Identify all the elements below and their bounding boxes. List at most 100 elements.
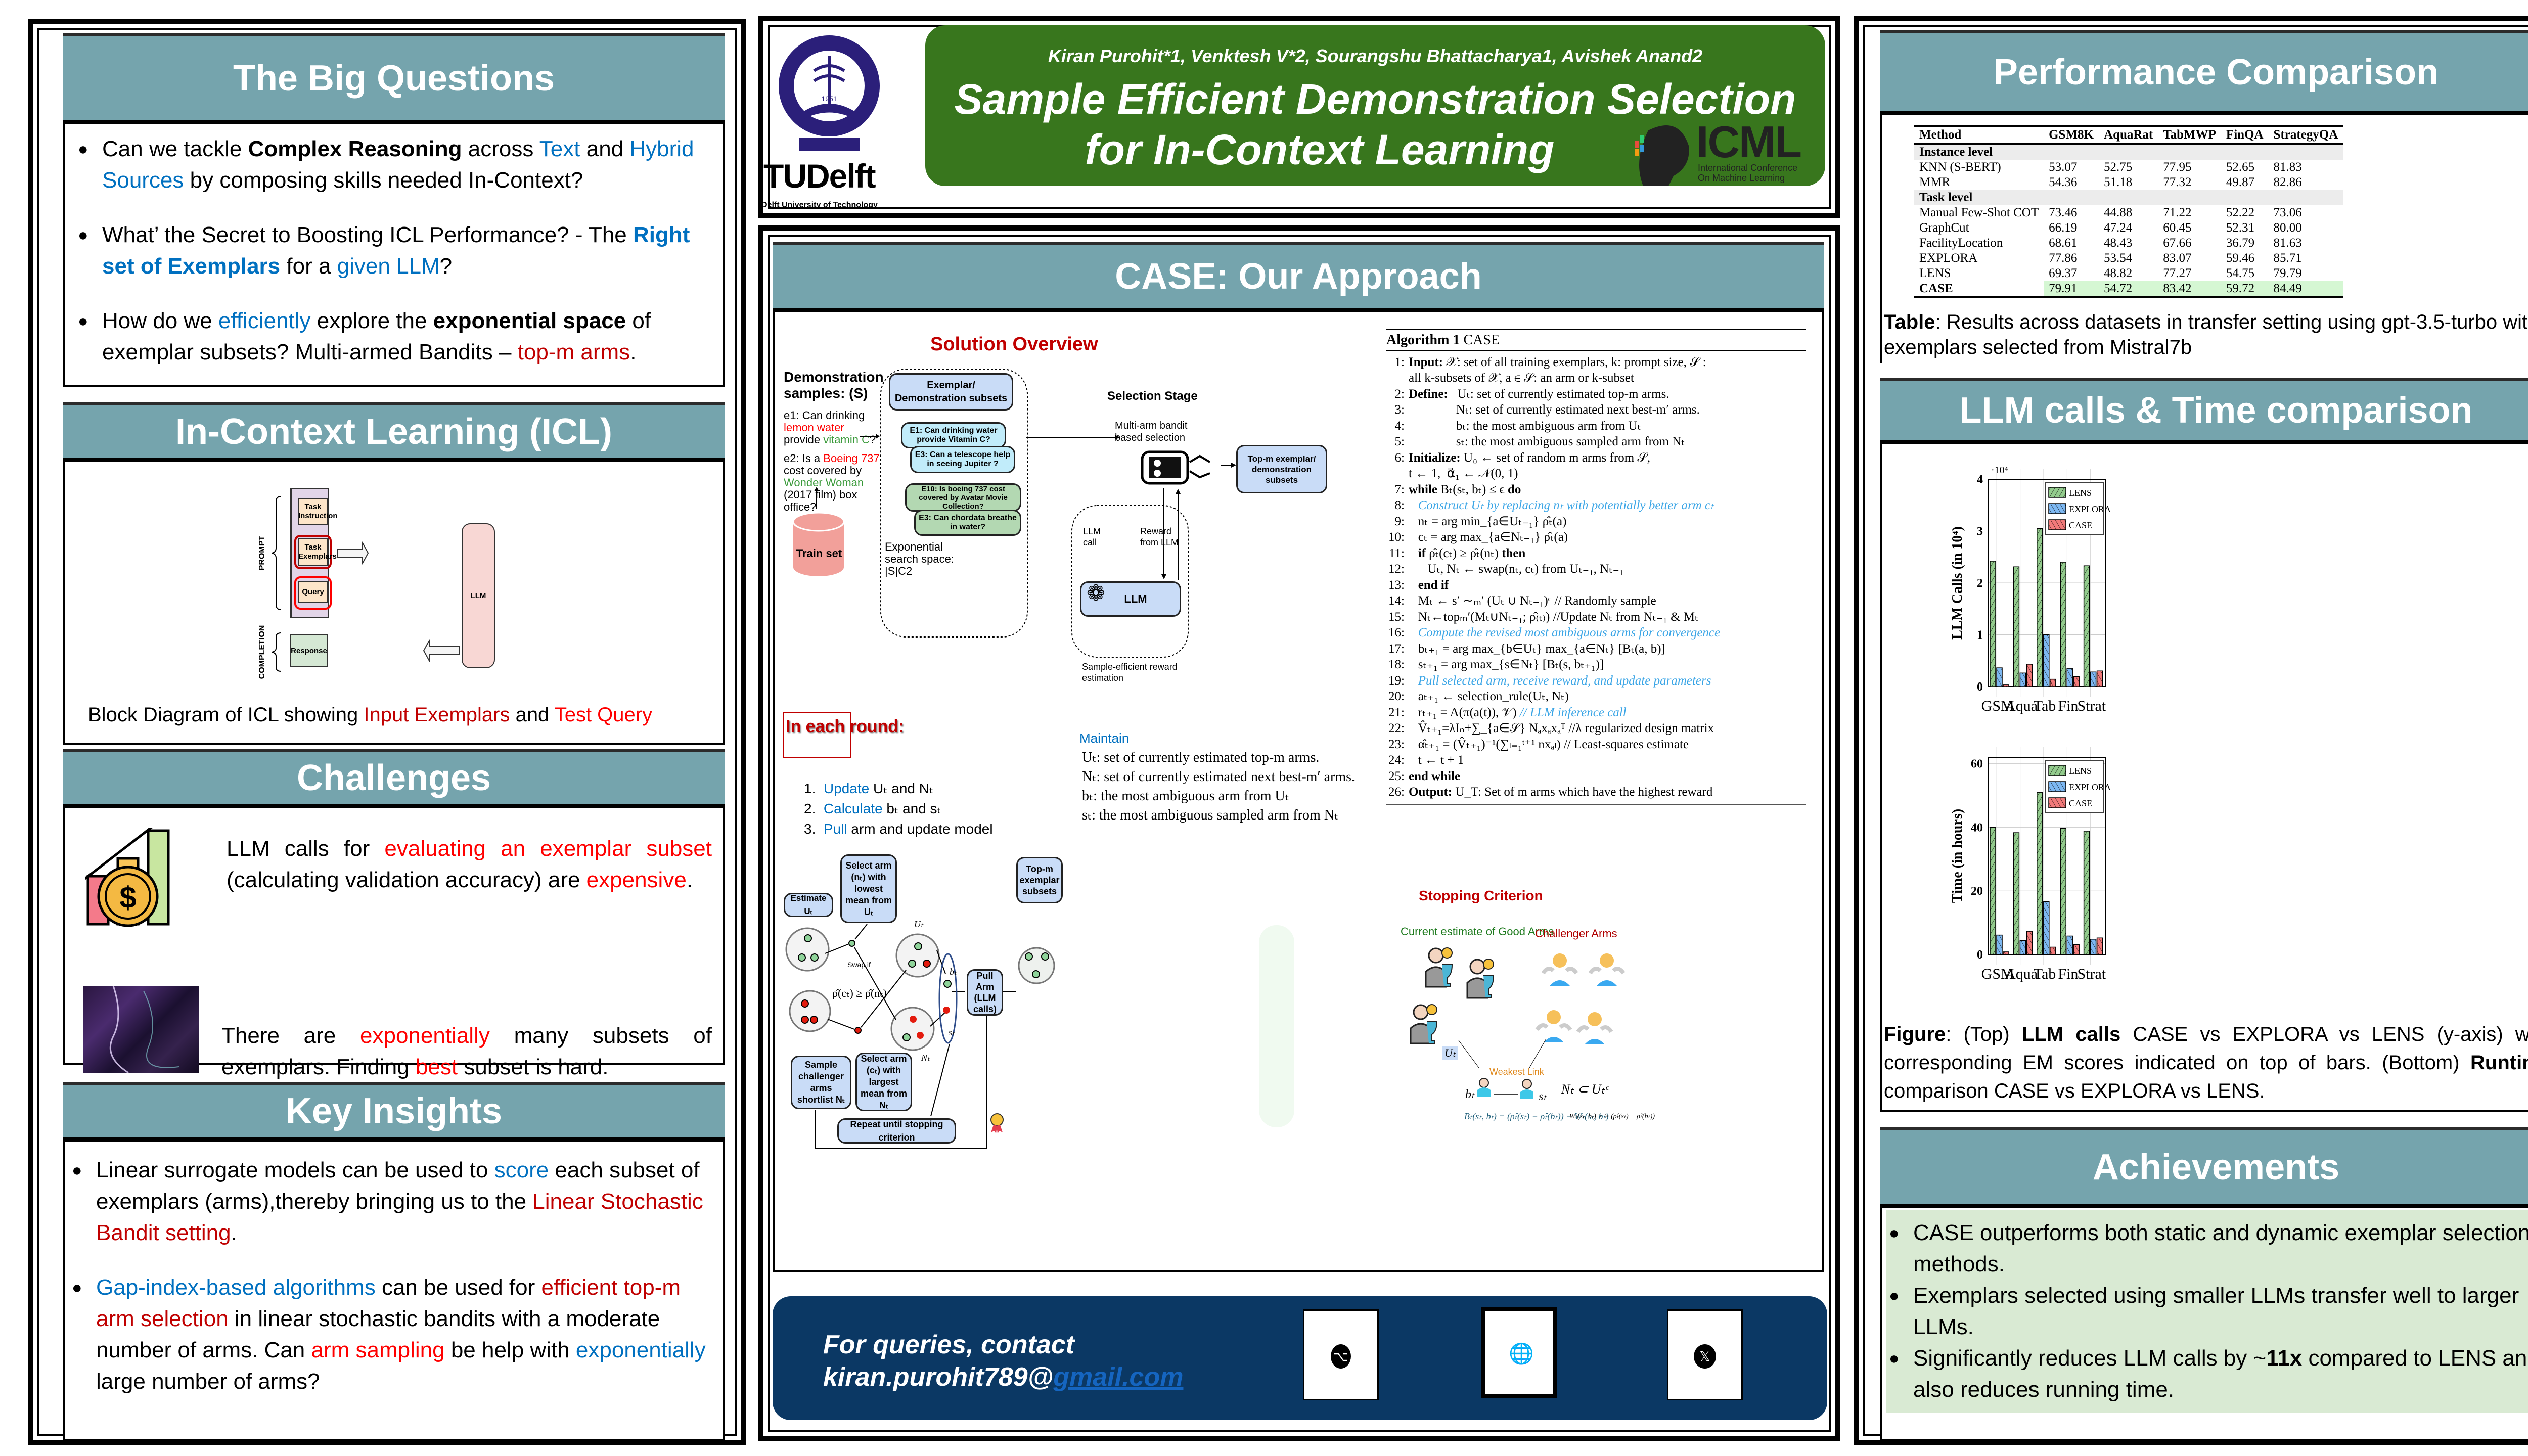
text-run: e1: Can drinking bbox=[784, 409, 865, 422]
stopping-title: Stopping Criterion bbox=[1419, 888, 1543, 903]
line-number: 16: bbox=[1388, 626, 1405, 640]
text-run: : Results across datasets in transfer se… bbox=[1884, 311, 2528, 358]
column-header: Method bbox=[1919, 128, 1962, 142]
approach-header: CASE: Our Approach bbox=[773, 242, 1824, 312]
text-run: bₜ and sₜ bbox=[882, 801, 941, 816]
line-text: all k-subsets of 𝒳, a ∈ 𝒮: an arm or k-s… bbox=[1409, 370, 1634, 386]
text-run: Linear Stochastic Bandit setting bbox=[96, 1189, 703, 1245]
score-cell: 48.82 bbox=[2104, 266, 2133, 280]
method-cell: MMR bbox=[1919, 175, 1951, 189]
text-run: α̂ₜ₊₁ = (V̂ₜ₊₁)⁻¹(∑ₗ₌₁ᵗ⁺¹ rₗxₐₗ) // Leas… bbox=[1409, 737, 1689, 751]
text-run: CASE vs EXPLORA vs LENS (y-axis) with co… bbox=[1884, 1023, 2528, 1074]
bullet-item: Linear surrogate models can be used to s… bbox=[69, 1155, 718, 1249]
text-run: Wonder Woman bbox=[784, 476, 864, 489]
score-cell: 84.49 bbox=[2268, 281, 2343, 297]
contact-line1: For queries, contact bbox=[823, 1330, 1074, 1359]
text-run: V̂ₜ₊₁=λIₙ+∑_{a∈𝒮} Nₐxₐxₐᵀ //λ regularize… bbox=[1409, 721, 1714, 735]
arrow-to-llm bbox=[337, 541, 369, 565]
text-run: evaluating an exemplar subset bbox=[384, 836, 712, 861]
line-number: 24: bbox=[1388, 753, 1405, 767]
bar-case bbox=[2073, 944, 2080, 955]
algorithm-line: 15: Nₜ←topₘ′(Mₜ∪Nₜ₋₁; ρ̂₍ₜ₎) //Update Nₜ… bbox=[1386, 609, 1806, 625]
demonstration-subsets-box: Exemplar/ Demonstration subsets bbox=[889, 373, 1013, 411]
nt-label: Nₜ bbox=[921, 1053, 930, 1063]
x-tick-label: Strat bbox=[2077, 966, 2106, 982]
legend-label: CASE bbox=[2069, 798, 2092, 808]
line-number: 7: bbox=[1394, 482, 1405, 496]
text-run: comparison CASE vs EXPLORA vs LENS. bbox=[1884, 1080, 2265, 1102]
text-run: Bₜ(sₜ, bₜ) ≤ ϵ bbox=[1437, 482, 1508, 496]
bar-explora bbox=[1996, 667, 2003, 687]
text-run: Pull selected arm, receive reward, and u… bbox=[1409, 673, 1711, 688]
good-arm-icon bbox=[1466, 959, 1495, 999]
bullet-item: What’ the Secret to Boosting ICL Perform… bbox=[75, 219, 713, 282]
bar-case bbox=[2050, 946, 2056, 955]
contact-email-user: kiran.purohit789@ bbox=[823, 1362, 1054, 1392]
contact-email-domain[interactable]: gmail.com bbox=[1053, 1362, 1184, 1392]
challenges-title: Challenges bbox=[296, 758, 491, 798]
algorithm-line: 7:while Bₜ(sₜ, bₜ) ≤ ϵ do bbox=[1386, 482, 1806, 498]
bar-explora bbox=[2066, 935, 2073, 955]
text-run: across bbox=[462, 136, 539, 161]
method-cell: EXPLORA bbox=[1919, 251, 1978, 265]
overview-arrows bbox=[814, 369, 1236, 658]
exemplar-card: E3: Can a telescope help in seeing Jupit… bbox=[910, 446, 1015, 473]
score-cell: 77.95 bbox=[2163, 160, 2192, 174]
line-text: Input: 𝒳: set of all training exemplars,… bbox=[1409, 354, 1706, 371]
qr-code-github[interactable]: ⌥ bbox=[1303, 1309, 1379, 1400]
score-cell: 73.06 bbox=[2273, 206, 2302, 219]
score-cell: 79.91 bbox=[2044, 281, 2099, 297]
score-cell: 68.61 bbox=[2049, 236, 2078, 250]
bullet-item: How do we efficiently explore the expone… bbox=[75, 305, 713, 368]
text-run: Pull bbox=[823, 821, 847, 837]
x-icon: 𝕏 bbox=[1694, 1344, 1716, 1369]
set-circle bbox=[785, 927, 830, 972]
score-cell: 47.24 bbox=[2104, 221, 2133, 235]
line-number: 1: bbox=[1394, 355, 1405, 369]
text-run: ρ̂ₜ(cₜ) ≥ ρ̂ₜ(nₜ) bbox=[1426, 546, 1502, 560]
pull-arm-box: Pull Arm (LLM calls) bbox=[967, 969, 1003, 1016]
legend-swatch bbox=[2048, 797, 2066, 808]
challenge-item-2: There are exponentially many subsets of … bbox=[221, 1020, 712, 1083]
big-questions-title: The Big Questions bbox=[233, 58, 555, 99]
key-insights-title: Key Insights bbox=[285, 1091, 503, 1131]
contact-email[interactable]: kiran.purohit789@gmail.com bbox=[823, 1362, 1183, 1392]
line-number: 26: bbox=[1388, 785, 1405, 799]
algorithm-line: 2:Define: Uₜ: set of currently estimated… bbox=[1386, 386, 1806, 402]
text-run: cost covered by bbox=[784, 464, 862, 477]
text-run: in linear stochastic bandits with a mode… bbox=[96, 1306, 660, 1362]
qr-code-website[interactable]: 🌐 bbox=[1481, 1307, 1557, 1398]
y-axis-label: Time (in hours) bbox=[1950, 809, 1965, 903]
solution-overview-title: Solution Overview bbox=[930, 334, 1098, 355]
text-run: (2017 film) box office? bbox=[784, 488, 857, 513]
algorithm-lines: 1: Input: 𝒳: set of all training exemplar… bbox=[1386, 351, 1806, 800]
legend-label: CASE bbox=[2069, 520, 2092, 530]
achievements-header: Achievements bbox=[1880, 1127, 2528, 1208]
algorithm-flow-diagram: Estimate Uₜ Select arm (nₜ) with lowest … bbox=[779, 849, 1385, 1213]
line-number: 23: bbox=[1388, 737, 1405, 751]
legend-label: EXPLORA bbox=[2069, 504, 2111, 514]
achievements-list: CASE outperforms both static and dynamic… bbox=[1886, 1210, 2528, 1413]
qr-code-x[interactable]: 𝕏 bbox=[1667, 1309, 1743, 1400]
score-cell: 81.63 bbox=[2273, 236, 2302, 250]
bar-case bbox=[2096, 670, 2103, 687]
llm-box: ❁ LLM bbox=[1080, 581, 1181, 617]
bar-lens bbox=[2013, 566, 2020, 687]
text-run: Text bbox=[539, 136, 580, 161]
text-run: e2: Is a bbox=[784, 452, 824, 465]
query-label: Query bbox=[302, 587, 324, 596]
algorithm-line: 14: Mₜ ← s′ ∼ₘ′ (Uₜ ∪ Nₜ₋₁)ᶜ // Randomly… bbox=[1386, 593, 1806, 609]
score-cell: 83.42 bbox=[2158, 281, 2221, 297]
algorithm-line: 11: if ρ̂ₜ(cₜ) ≥ ρ̂ₜ(nₜ) then bbox=[1386, 545, 1806, 562]
selection-stage-title: Selection Stage bbox=[1107, 389, 1198, 403]
algorithm-line: 21: rₜ₊₁ = A(π(a(t)), 𝒱) // LLM inferenc… bbox=[1386, 705, 1806, 721]
prompt-brace bbox=[272, 496, 282, 610]
text-run: and bbox=[510, 704, 555, 726]
text-run: Nₜ←topₘ′(Mₜ∪Nₜ₋₁; ρ̂₍ₜ₎) //Update Nₜ fro… bbox=[1409, 610, 1699, 624]
line-text: Mₜ ← s′ ∼ₘ′ (Uₜ ∪ Nₜ₋₁)ᶜ // Randomly sam… bbox=[1409, 593, 1656, 609]
contact-banner: For queries, contact kiran.purohit789@gm… bbox=[773, 1296, 1827, 1420]
score-cell: 73.46 bbox=[2049, 206, 2078, 219]
iit-kharagpur-logo: 1951 bbox=[779, 35, 880, 151]
repeat-box: Repeat until stopping criterion bbox=[837, 1118, 956, 1144]
